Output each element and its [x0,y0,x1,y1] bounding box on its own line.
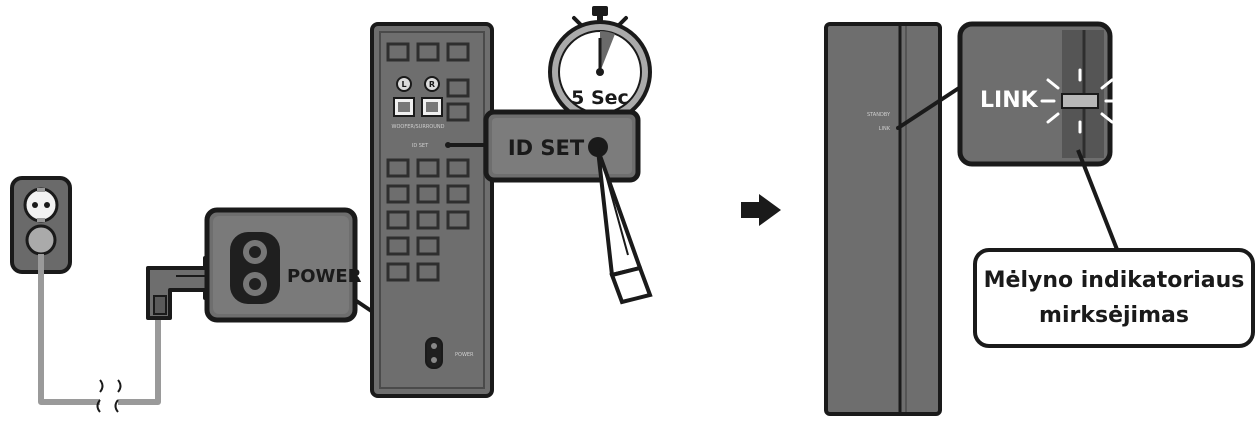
rear-speaker-unit: L R WOOFER/SURROUND ID SET POWER [370,22,494,398]
id-set-button [588,137,608,157]
link-small-label: LINK [879,126,891,132]
power-socket-small: POWER [425,337,474,369]
wall-socket [10,176,72,274]
link-label: LINK [980,88,1039,113]
power-cable [38,254,161,413]
id-set-button-small [445,142,451,148]
link-indicator-light [1061,93,1099,109]
standby-small-label: STANDBY [867,112,891,118]
link-callout: LINK [896,21,1120,253]
pen-icon [596,148,653,305]
power-small-label: POWER [455,352,474,358]
front-speaker-unit: STANDBY LINK [824,22,942,416]
arrow-right-icon [741,194,781,226]
ports-caption: WOOFER/SURROUND [392,124,445,130]
speaker-ports: L R WOOFER/SURROUND [392,76,445,130]
stopwatch: 5 Sec [548,6,652,139]
left-channel-label: L [401,80,406,89]
timer-label: 5 Sec [571,87,629,109]
blink-rays-icon [1040,68,1120,134]
power-label: POWER [287,266,362,287]
id-set-label: ID SET [508,136,585,160]
caption-line-2: mirksėjimas [1039,303,1189,328]
id-set-small-label: ID SET [412,143,429,149]
caption-line-1: Mėlyno indikatoriaus [984,268,1245,293]
blink-caption-box: Mėlyno indikatoriaus mirksėjimas [973,248,1255,348]
power-callout [204,207,424,347]
right-channel-label: R [429,80,435,89]
vent-grid [386,42,470,282]
